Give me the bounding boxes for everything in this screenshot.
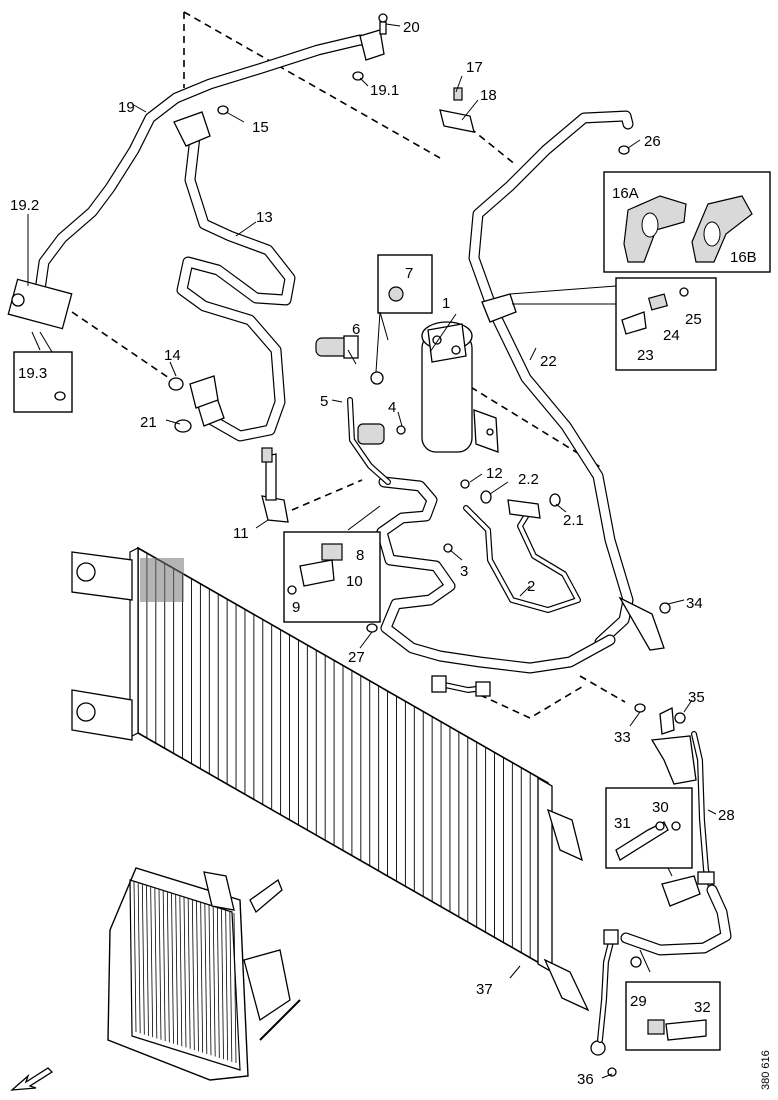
callout-labels: 1 2 2.1 2.2 3 4 5 6 11 12 13 14 15 17 18…	[10, 19, 772, 1090]
inset-radiator-line	[216, 907, 220, 1058]
inset-radiator-line	[221, 909, 224, 1060]
receiver-drier	[421, 321, 499, 453]
label-24: 24	[663, 327, 680, 344]
label-19-2: 19.2	[10, 197, 39, 214]
vehicle-front-inset	[107, 867, 301, 1081]
label-8: 8	[356, 547, 364, 564]
label-19-3: 19.3	[18, 365, 47, 382]
label-21: 21	[140, 414, 157, 431]
label-6: 6	[352, 321, 360, 338]
detail-box-8-10: 8 9 10	[283, 531, 381, 623]
detail-box-23-25: 23 24 25	[615, 277, 717, 371]
inset-radiator-line	[212, 906, 216, 1057]
label-37: 37	[476, 981, 493, 998]
label-27: 27	[348, 649, 365, 666]
inset-radiator-line	[162, 891, 166, 1042]
label-19-1: 19.1	[370, 82, 399, 99]
hose-19	[7, 29, 385, 330]
inset-radiator-line	[158, 889, 162, 1040]
label-30: 30	[652, 799, 669, 816]
inset-radiator-line	[233, 912, 237, 1064]
label-2-2: 2.2	[518, 471, 539, 488]
inset-radiator-line	[187, 898, 191, 1049]
detail-box-16: 16A 16B	[603, 171, 771, 273]
pressure-switch	[315, 335, 385, 445]
inset-radiator-line	[179, 896, 183, 1047]
label-16b: 16B	[730, 249, 757, 266]
label-2-1: 2.1	[563, 512, 584, 529]
label-33: 33	[614, 729, 631, 746]
inset-radiator-line	[175, 894, 179, 1045]
label-2: 2	[527, 578, 535, 595]
label-5: 5	[320, 393, 328, 410]
label-14: 14	[164, 347, 181, 364]
label-28: 28	[718, 807, 735, 824]
inset-radiator-line	[137, 883, 141, 1034]
label-29: 29	[630, 993, 647, 1010]
leader-lines	[27, 23, 717, 1079]
inset-radiator-line	[225, 910, 229, 1061]
label-4: 4	[388, 399, 396, 416]
inset-radiator-line	[171, 893, 174, 1044]
inset-radiator-line	[150, 887, 154, 1038]
label-13: 13	[256, 209, 273, 226]
label-18: 18	[480, 87, 497, 104]
label-12: 12	[486, 465, 503, 482]
inset-radiator-line	[200, 902, 204, 1053]
inset-radiator-line	[208, 905, 212, 1056]
label-7: 7	[405, 265, 413, 282]
hose-22	[468, 110, 665, 651]
condenser	[71, 546, 590, 1012]
inset-radiator-line	[166, 892, 170, 1043]
label-16a: 16A	[612, 185, 639, 202]
small-parts	[168, 13, 686, 1077]
inset-radiator-line	[204, 903, 208, 1054]
inset-radiator-line	[191, 900, 195, 1051]
label-11: 11	[233, 525, 249, 542]
detail-box-30-31: 30 31	[605, 787, 693, 869]
label-3: 3	[460, 563, 468, 580]
detail-box-7: 7	[377, 254, 433, 314]
label-19: 19	[118, 99, 135, 116]
label-25: 25	[685, 311, 702, 328]
label-34: 34	[686, 595, 703, 612]
bracket-11	[261, 447, 289, 523]
pipe-28	[597, 706, 732, 1043]
label-10: 10	[346, 573, 363, 590]
label-31: 31	[614, 815, 631, 832]
inset-radiator-line	[183, 897, 187, 1048]
direction-arrow-icon	[10, 1067, 54, 1091]
label-26: 26	[644, 133, 661, 150]
label-17: 17	[466, 59, 483, 76]
label-22: 22	[540, 353, 557, 370]
inset-radiator-line	[154, 888, 158, 1039]
label-1: 1	[442, 295, 450, 312]
inset-radiator-line	[133, 881, 137, 1033]
inset-radiator-line	[146, 885, 149, 1036]
detail-box-29-32: 29 32	[625, 981, 721, 1051]
label-32: 32	[694, 999, 711, 1016]
reference-number: 380 616	[760, 1050, 772, 1090]
assembly-dashed-lines	[71, 11, 626, 719]
detail-box-19-3: 19.3	[13, 351, 73, 413]
label-36: 36	[577, 1071, 594, 1088]
label-20: 20	[403, 19, 420, 36]
inset-radiator-line	[141, 884, 145, 1035]
label-23: 23	[637, 347, 654, 364]
label-15: 15	[252, 119, 269, 136]
label-9: 9	[292, 599, 300, 616]
hose-2-assembly	[347, 397, 616, 697]
label-35: 35	[688, 689, 705, 706]
inset-radiator-line	[196, 901, 199, 1052]
inset-radiator-line	[229, 911, 233, 1062]
